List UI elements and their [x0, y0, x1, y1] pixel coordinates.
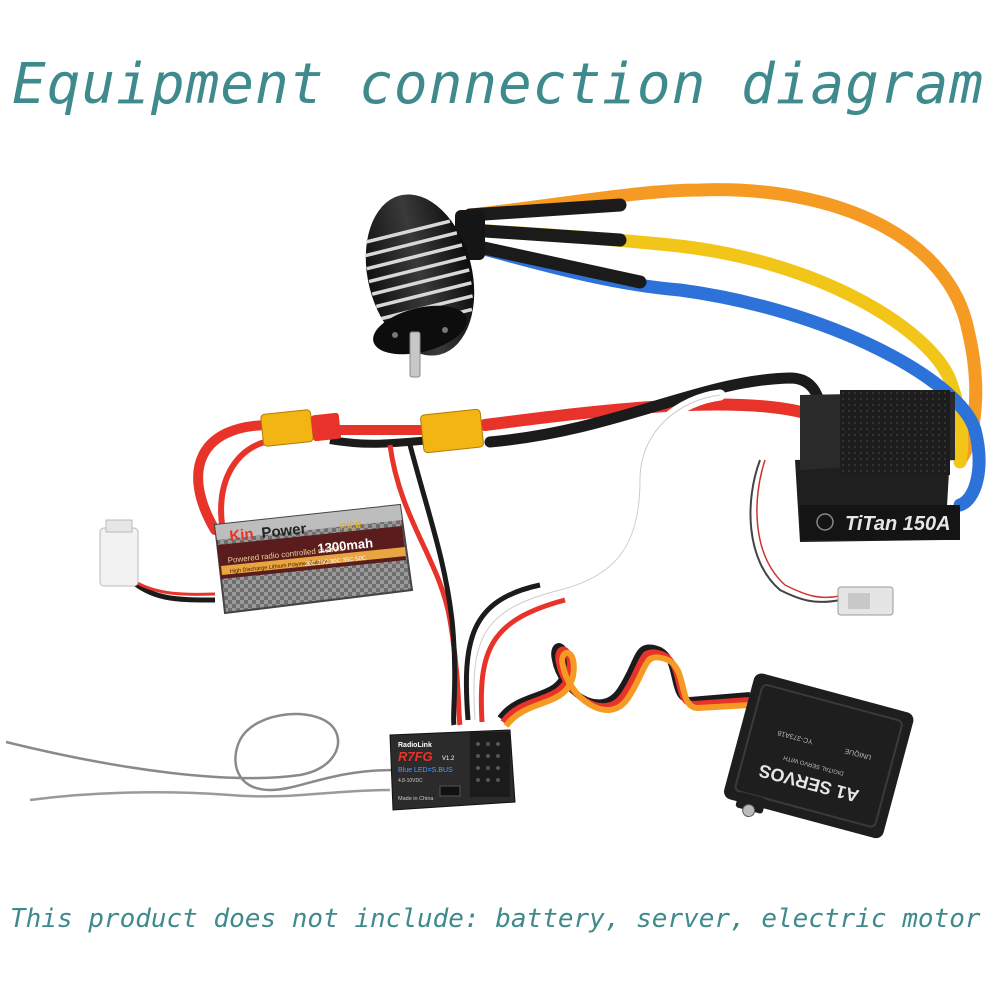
esc-unit: TiTan 150A: [749, 390, 960, 603]
radio-receiver: RadioLink R7FG V1.2 Blue LED=S.BUS 4.8-1…: [389, 729, 516, 811]
receiver-brand-label: RadioLink: [398, 742, 432, 749]
digital-servo: A1 SERVOS DIGITAL SERVO WITH YC-373A18 U…: [723, 673, 914, 839]
balance-lead: [99, 519, 216, 603]
battery-brand-b: Power: [261, 520, 308, 542]
lipo-battery: Kin Power nice Powered radio controlled …: [213, 503, 414, 615]
receiver-voltage-label: 4.8-10VDC: [398, 778, 423, 784]
esc-switch-module: [837, 586, 894, 616]
brushless-motor: [365, 194, 485, 378]
receiver-antennas: [5, 712, 396, 802]
receiver-version-label: V1.2: [442, 756, 455, 762]
esc-model-label: TiTan 150A: [845, 513, 951, 535]
xt60-connector-left: [260, 409, 341, 447]
battery-brand-a: Kin: [229, 526, 255, 545]
receiver-power-leads: [387, 444, 463, 726]
motor-phase-wires: [463, 183, 986, 512]
battery-capacity: 1300mah: [317, 535, 374, 556]
servo-lead: [497, 643, 751, 728]
footer-note: This product does not include: battery, …: [10, 904, 981, 934]
diagram-title: Equipment connection diagram: [12, 52, 985, 117]
esc-signal-lead: [463, 389, 726, 726]
battery-brand-tag: nice: [339, 517, 363, 533]
receiver-feature-label: Blue LED=S.BUS: [398, 767, 453, 774]
receiver-origin-label: Made in China: [398, 796, 434, 802]
receiver-model-label: R7FG: [398, 749, 433, 764]
xt60-connector-right: [420, 408, 484, 454]
